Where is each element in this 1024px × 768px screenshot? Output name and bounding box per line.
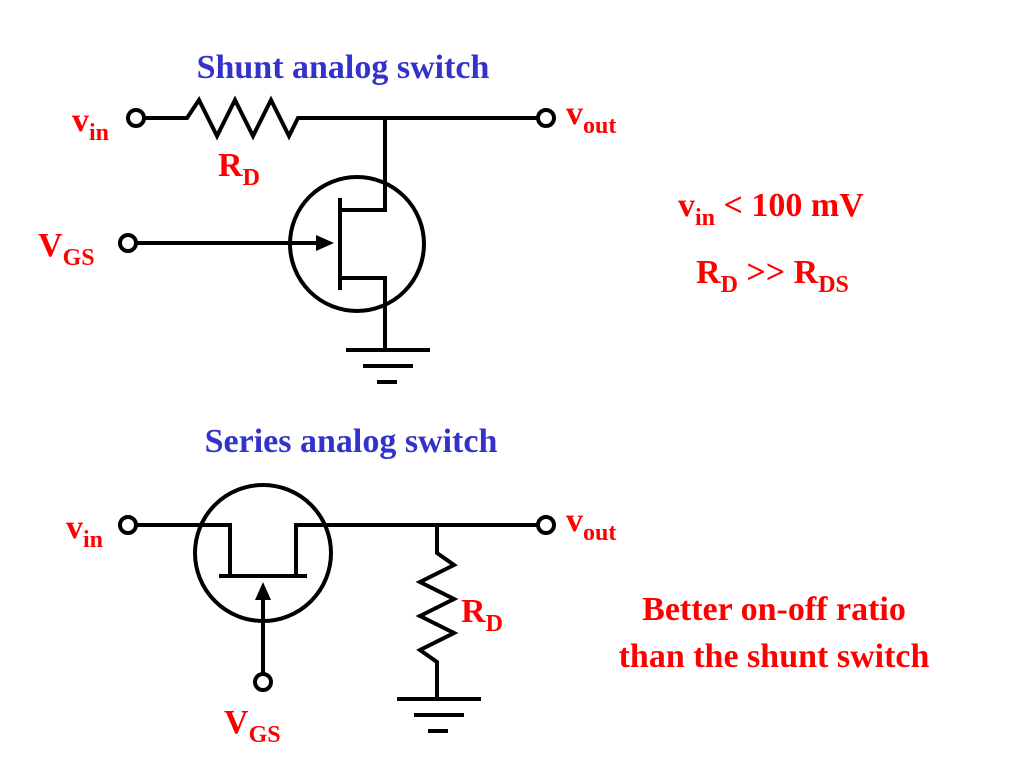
shunt-drain-wire: [338, 116, 387, 212]
series-drain-wire: [294, 523, 542, 578]
shunt-condition-vin: vin < 100 mV: [678, 187, 864, 231]
series-ground-icon: [397, 697, 481, 733]
shunt-vgs-label: VGS: [38, 227, 95, 271]
series-switch-circuit: Series analog switch vin VGS vout RD Bet…: [66, 423, 929, 748]
series-rd-label: RD: [461, 593, 503, 637]
shunt-input-line-and-resistor: [142, 95, 542, 141]
shunt-vin-label: vin: [72, 102, 109, 146]
series-gate-arrow: [255, 582, 271, 600]
series-note-line2: than the shunt switch: [619, 638, 930, 675]
series-note-line1: Better on-off ratio: [642, 591, 906, 628]
series-vout-label: vout: [566, 502, 616, 546]
shunt-vin-terminal: [126, 108, 146, 128]
shunt-gate-arrow: [316, 235, 334, 251]
series-title: Series analog switch: [205, 423, 498, 460]
shunt-vout-terminal: [536, 108, 556, 128]
shunt-ground-icon: [346, 348, 430, 384]
shunt-condition-rd: RD >> RDS: [696, 254, 849, 298]
shunt-switch-circuit: Shunt analog switch vin RD vout VGS vin …: [38, 49, 864, 384]
series-load-resistor: [415, 523, 459, 701]
series-vout-terminal: [536, 515, 556, 535]
series-vgs-label: VGS: [224, 704, 281, 748]
shunt-title: Shunt analog switch: [197, 49, 490, 86]
series-vgs-terminal: [253, 672, 273, 692]
shunt-vout-label: vout: [566, 95, 616, 139]
shunt-source-wire: [338, 276, 387, 352]
series-source-wire: [134, 523, 232, 578]
shunt-rd-label: RD: [218, 147, 260, 191]
series-vin-label: vin: [66, 509, 103, 553]
series-vin-terminal: [118, 515, 138, 535]
shunt-vgs-terminal: [118, 233, 138, 253]
